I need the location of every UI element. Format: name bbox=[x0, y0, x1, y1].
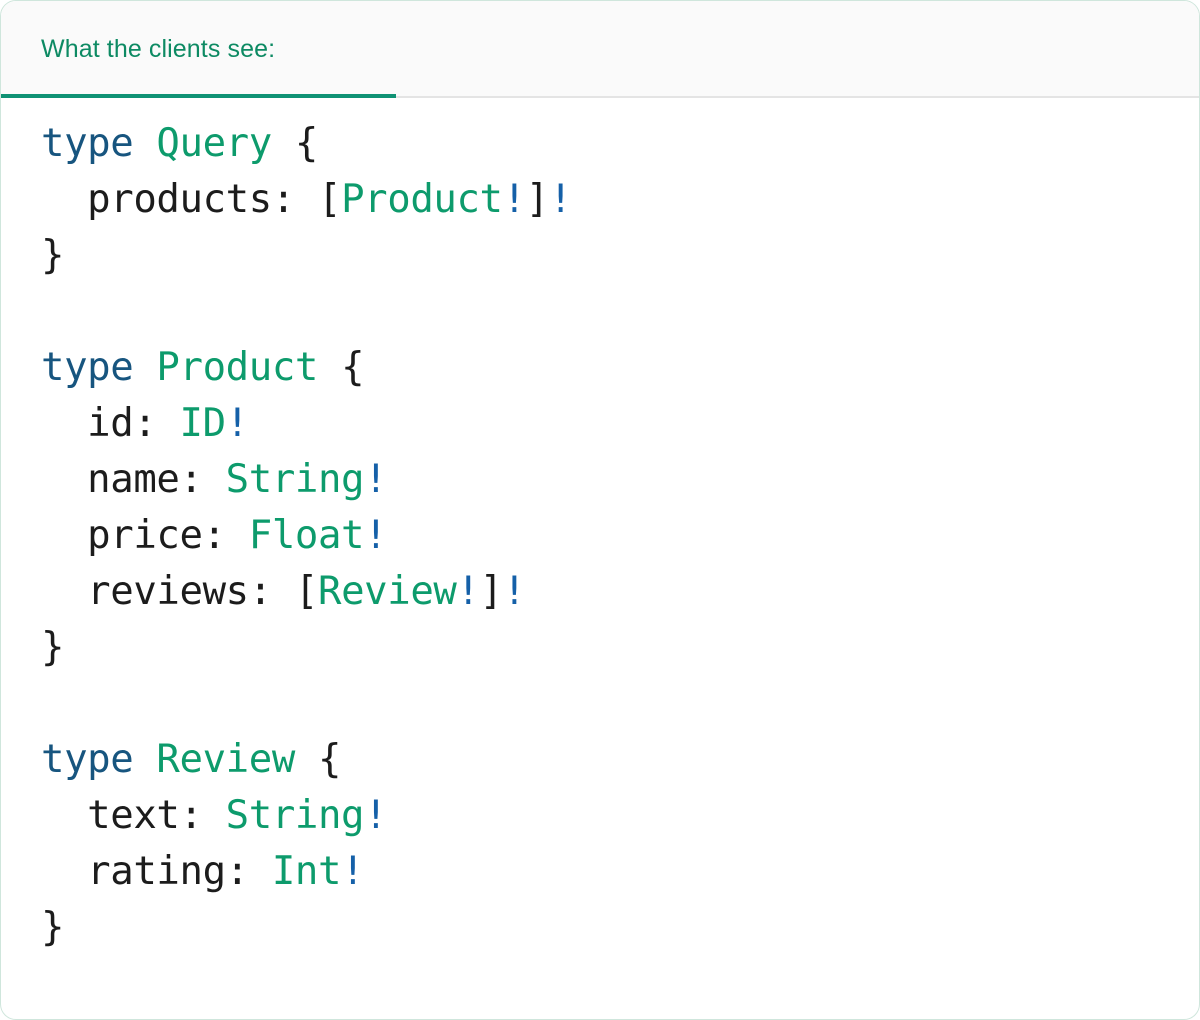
code-token-bang: ! bbox=[456, 569, 480, 614]
code-token-bang: ! bbox=[364, 793, 388, 838]
code-token-pun: { bbox=[294, 737, 342, 782]
code-token-name: rating: bbox=[87, 849, 272, 894]
code-token-type: Query bbox=[156, 121, 272, 166]
graphql-schema-code[interactable]: type Query { products: [Product!]! } typ… bbox=[1, 116, 1199, 956]
code-token-name: price: bbox=[87, 513, 249, 558]
code-token-kw: type bbox=[41, 345, 134, 390]
code-token-pun bbox=[133, 737, 156, 782]
code-token-bang: ! bbox=[364, 513, 388, 558]
code-token-bang: ! bbox=[364, 457, 388, 502]
code-token-pun: } bbox=[41, 233, 65, 278]
code-token-bang: ! bbox=[502, 569, 526, 614]
code-token-pun: } bbox=[41, 625, 65, 670]
tab-label: What the clients see: bbox=[41, 35, 276, 63]
code-token-name: reviews: bbox=[87, 569, 295, 614]
code-token-bang: ! bbox=[502, 177, 526, 222]
code-token-bang: ! bbox=[341, 849, 365, 894]
code-token-type: Product bbox=[341, 177, 503, 222]
code-token-pun bbox=[133, 121, 156, 166]
code-token-type: String bbox=[225, 793, 365, 838]
code-panel: type Query { products: [Product!]! } typ… bbox=[1, 98, 1199, 956]
code-token-kw: type bbox=[41, 737, 134, 782]
code-token-type: ID bbox=[179, 401, 227, 446]
code-token-type: Review bbox=[318, 569, 457, 614]
code-token-type: Float bbox=[248, 513, 365, 558]
code-token-name: id: bbox=[87, 401, 180, 446]
code-token-name: name: bbox=[87, 457, 226, 502]
code-token-bang: ! bbox=[225, 401, 249, 446]
code-token-pun: ] bbox=[525, 177, 549, 222]
code-token-pun: { bbox=[317, 345, 365, 390]
code-token-type: Review bbox=[156, 737, 295, 782]
code-token-pun: { bbox=[271, 121, 318, 166]
code-token-pun: ] bbox=[479, 569, 503, 614]
code-token-pun bbox=[133, 345, 156, 390]
code-token-kw: type bbox=[41, 121, 134, 166]
code-token-pun: [ bbox=[294, 569, 318, 614]
code-token-name: products: bbox=[87, 177, 318, 222]
code-token-type: Product bbox=[156, 345, 318, 390]
code-token-type: String bbox=[225, 457, 365, 502]
tab-what-the-clients-see[interactable]: What the clients see: bbox=[1, 1, 396, 98]
code-token-pun: } bbox=[41, 905, 65, 950]
code-token-name: text: bbox=[87, 793, 226, 838]
code-token-type: Int bbox=[271, 849, 342, 894]
code-token-bang: ! bbox=[548, 177, 572, 222]
active-tab-indicator bbox=[1, 94, 396, 98]
tab-bar: What the clients see: bbox=[1, 1, 1199, 98]
code-token-pun: [ bbox=[317, 177, 342, 222]
